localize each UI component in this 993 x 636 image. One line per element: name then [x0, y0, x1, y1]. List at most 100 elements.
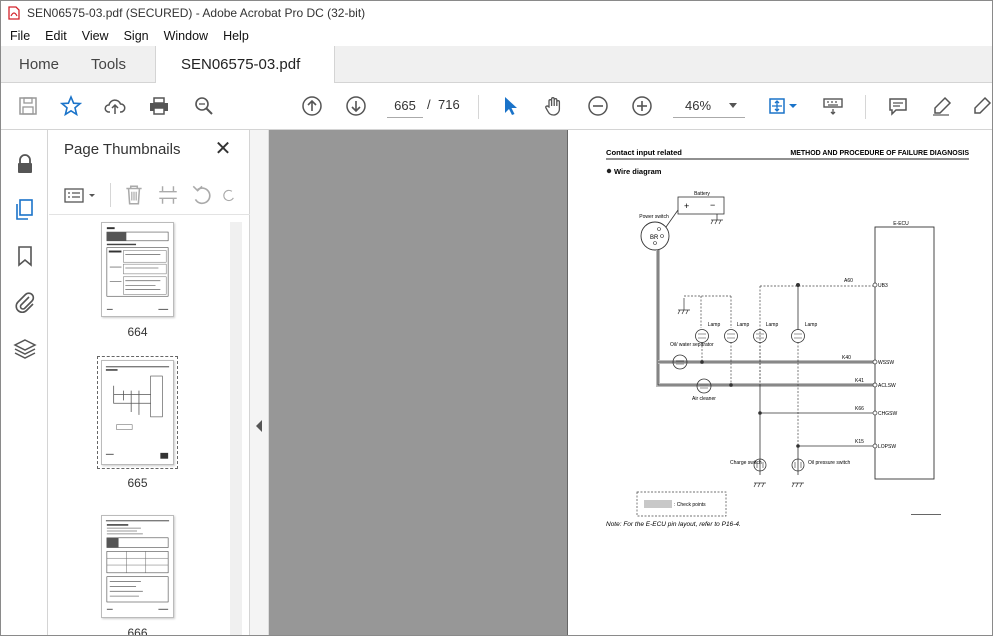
zoom-out-icon[interactable] — [586, 94, 610, 118]
menu-help[interactable]: Help — [223, 28, 249, 43]
label-aclsw: ACLSW — [878, 383, 896, 389]
label-wssw: WSSW — [878, 360, 894, 366]
thumbnail-page-665[interactable] — [97, 356, 178, 469]
menu-bar: File Edit View Sign Window Help — [1, 25, 992, 46]
thumbnail-page-664[interactable] — [101, 222, 174, 317]
legend-swatch — [644, 500, 672, 508]
lock-icon[interactable] — [13, 152, 37, 176]
label-charge-switch: Charge switch — [730, 460, 762, 466]
label-k15: K15 — [855, 439, 864, 445]
pdf-page-665[interactable]: Contact input related METHOD AND PROCEDU… — [567, 130, 992, 635]
bullet-dot — [606, 168, 612, 174]
label-lopsw: LOPSW — [878, 444, 896, 450]
page-separator: / — [427, 97, 431, 112]
sign-pen-icon[interactable] — [970, 94, 992, 118]
label-lamp-4: Lamp — [805, 322, 818, 328]
wire-diagram-svg: Contact input related METHOD AND PROCEDU… — [606, 148, 969, 528]
thumbnail-toolbar — [49, 175, 250, 215]
close-panel-icon[interactable]: ✕ — [214, 138, 232, 160]
check-point-path — [656, 250, 875, 387]
collapse-arrow-icon — [256, 420, 262, 432]
fit-page-dropdown-icon[interactable] — [787, 94, 799, 118]
bookmarks-icon[interactable] — [13, 244, 37, 268]
thumbnail-options-icon[interactable] — [63, 183, 99, 207]
tab-home[interactable]: Home — [19, 56, 60, 73]
zoom-in-icon[interactable] — [630, 94, 654, 118]
print-icon[interactable] — [147, 94, 171, 118]
battery-minus: − — [710, 200, 715, 210]
current-page-input[interactable]: 665 — [387, 93, 423, 118]
document-background — [269, 130, 567, 635]
rotate-right-icon[interactable] — [221, 183, 237, 207]
bookmark-star-icon[interactable] — [59, 94, 83, 118]
thumbnail-label-664: 664 — [127, 325, 148, 339]
upload-cloud-icon[interactable] — [103, 94, 127, 118]
menu-window[interactable]: Window — [163, 28, 209, 43]
keyboard-icon[interactable] — [821, 94, 845, 118]
label-air-cleaner: Air cleaner — [692, 396, 716, 402]
chevron-down-icon — [729, 103, 737, 108]
menu-view[interactable]: View — [81, 28, 109, 43]
label-ecu: E-ECU — [893, 221, 909, 227]
thumb-toolbar-divider — [110, 183, 111, 207]
thumbnail-list: 664 665 — [49, 216, 250, 635]
zoom-level-value: 46% — [685, 98, 712, 113]
power-switch-symbol — [640, 221, 670, 251]
label-check-points: : Check points — [674, 502, 706, 508]
label-lamp-2: Lamp — [737, 322, 750, 328]
thumbnail-scrollbar[interactable] — [230, 222, 242, 635]
tab-tools[interactable]: Tools — [91, 56, 127, 73]
oil-water-separator-switch — [672, 354, 688, 370]
ecu-box — [874, 226, 935, 480]
menu-edit[interactable]: Edit — [45, 28, 67, 43]
doc-header-left: Contact input related — [606, 148, 682, 157]
rotate-left-icon[interactable] — [190, 183, 214, 207]
lamp-1 — [695, 329, 709, 343]
label-a60: A60 — [844, 278, 853, 284]
next-page-icon[interactable] — [344, 94, 368, 118]
label-ub3: UB3 — [878, 283, 888, 289]
label-k41: K41 — [855, 378, 864, 384]
comment-icon[interactable] — [886, 94, 910, 118]
tab-document[interactable]: SEN06575-03.pdf (...✕ — [155, 46, 335, 110]
attachments-paperclip-icon[interactable] — [13, 290, 37, 314]
label-br: BR — [650, 235, 659, 241]
previous-page-icon[interactable] — [300, 94, 324, 118]
page-thumbnails-icon[interactable] — [13, 198, 37, 222]
tab-bar: Home Tools SEN06575-03.pdf (...✕ — [1, 46, 992, 110]
toolbar-divider — [478, 95, 479, 119]
label-battery: Battery — [694, 191, 710, 197]
zoom-level-dropdown[interactable]: 46% — [673, 93, 745, 118]
total-pages: 716 — [438, 97, 460, 112]
window-title: SEN06575-03.pdf (SECURED) - Adobe Acroba… — [27, 6, 366, 20]
label-k40: K40 — [842, 355, 851, 361]
select-cursor-icon[interactable] — [498, 94, 522, 118]
legend-box — [636, 491, 727, 517]
acrobat-logo-icon — [7, 6, 21, 20]
title-bar: SEN06575-03.pdf (SECURED) - Adobe Acroba… — [1, 1, 992, 25]
label-oil-pressure-switch: Oil pressure switch — [808, 460, 850, 466]
highlight-pen-icon[interactable] — [930, 94, 954, 118]
label-k66: K66 — [855, 406, 864, 412]
extract-pages-icon[interactable] — [156, 183, 180, 207]
panel-collapse-handle[interactable] — [250, 130, 269, 635]
fit-page-icon[interactable] — [765, 94, 789, 118]
doc-note: Note: For the E-ECU pin layout, refer to… — [606, 521, 741, 528]
layers-icon[interactable] — [13, 337, 37, 361]
page-thumbnails-panel: Page Thumbnails ✕ — [49, 130, 250, 635]
delete-trash-icon[interactable] — [122, 183, 146, 207]
doc-header-right: METHOD AND PROCEDURE OF FAILURE DIAGNOSI… — [790, 150, 969, 157]
thumbnail-page-666[interactable] — [101, 515, 174, 618]
hand-tool-icon[interactable] — [542, 94, 566, 118]
charge-switch — [753, 458, 767, 472]
save-icon[interactable] — [16, 94, 40, 118]
label-chgsw: CHGSW — [878, 411, 897, 417]
battery-box — [677, 196, 725, 215]
menu-sign[interactable]: Sign — [123, 28, 149, 43]
menu-file[interactable]: File — [10, 28, 31, 43]
battery-plus: + — [684, 201, 689, 211]
toolbar: 665 / 716 46% — [1, 83, 992, 130]
air-cleaner-switch — [696, 378, 712, 394]
zoom-search-icon[interactable] — [192, 94, 216, 118]
